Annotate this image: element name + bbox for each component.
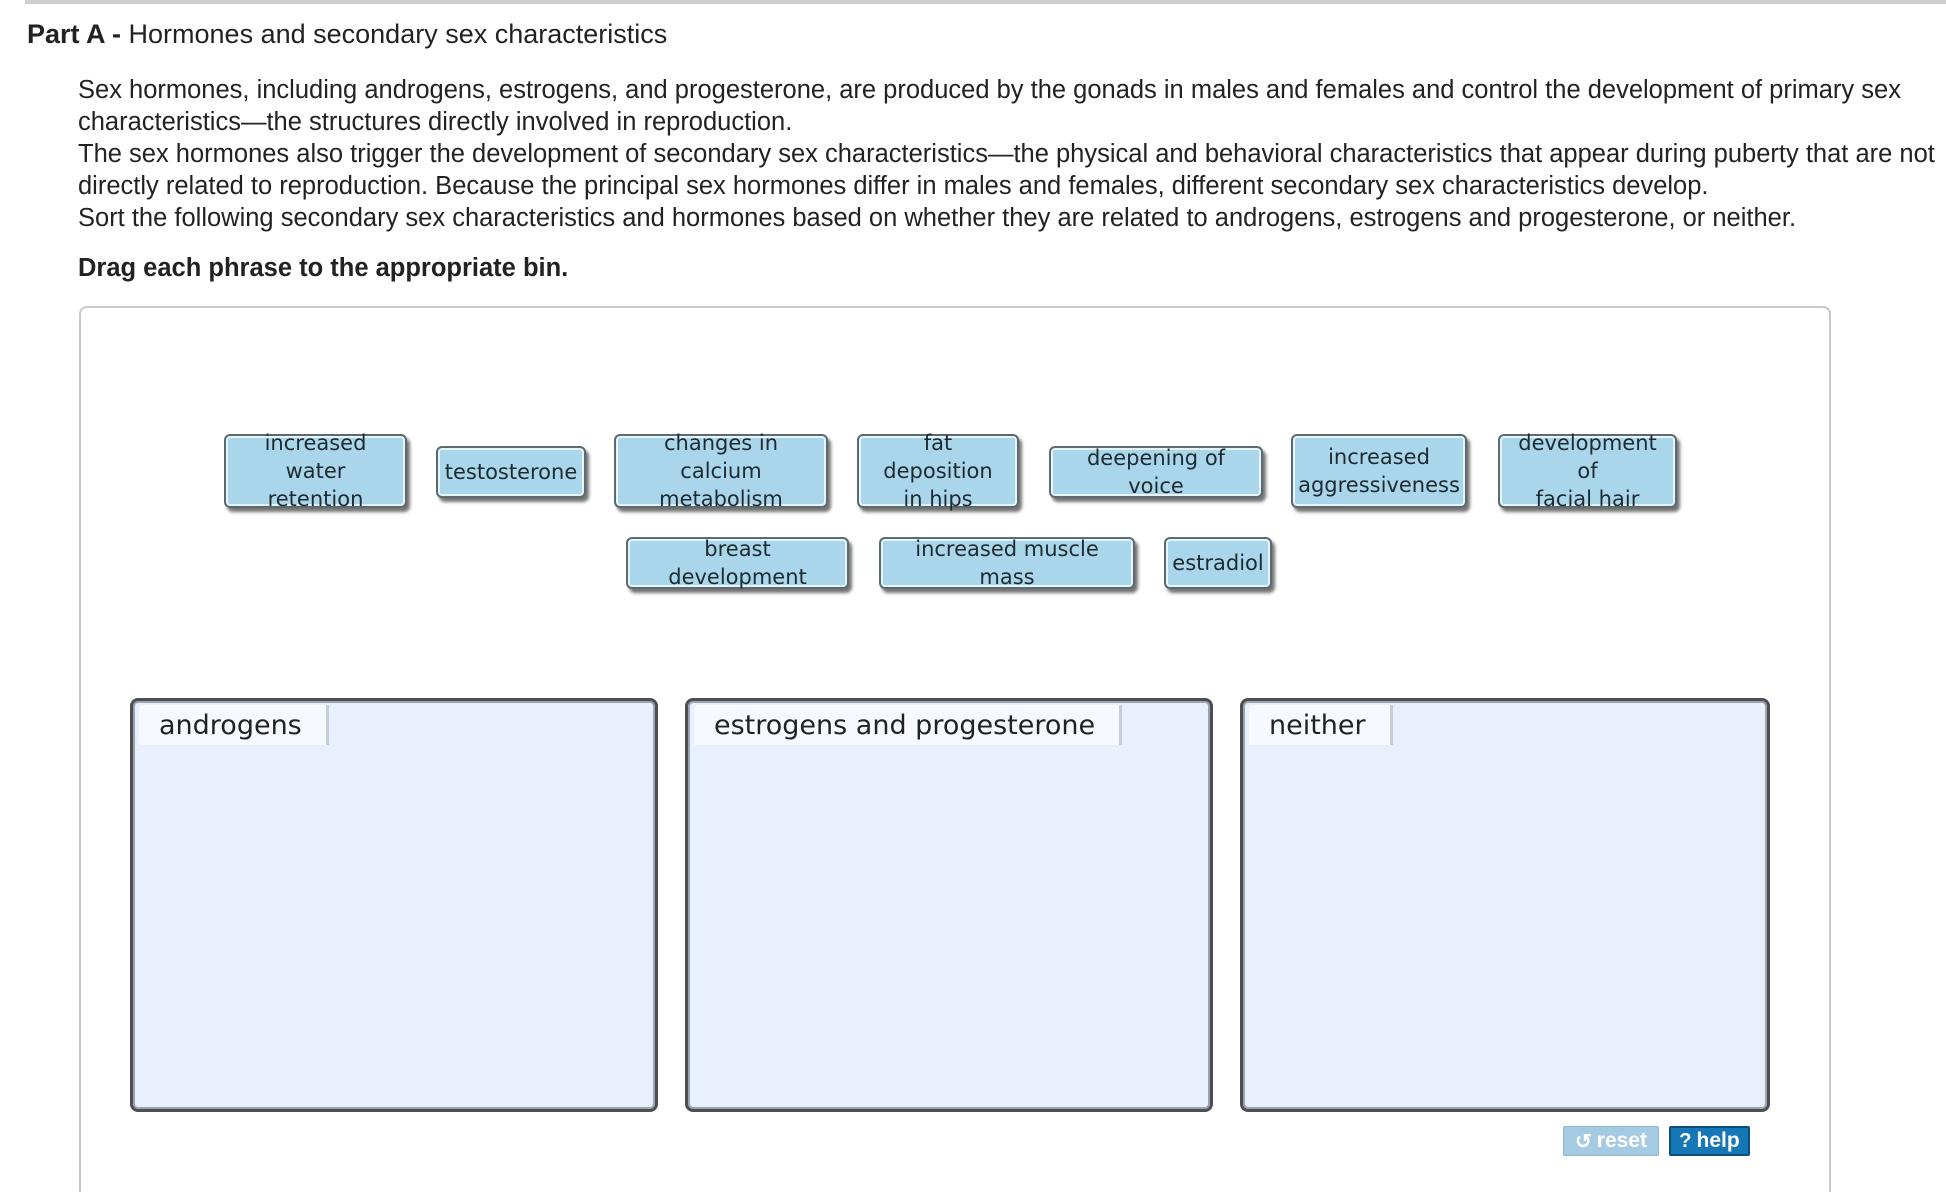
chip-label: estradiol <box>1172 551 1264 575</box>
chip-label: aggressiveness <box>1298 473 1460 497</box>
chip-label: in hips <box>903 487 973 511</box>
instruction-text: Drag each phrase to the appropriate bin. <box>78 254 569 282</box>
top-divider <box>25 0 1946 4</box>
chip-label: changes in calcium <box>663 431 779 483</box>
intro-paragraph-2: The sex hormones also trigger the develo… <box>78 140 1935 200</box>
chip-label: metabolism <box>659 487 783 511</box>
bin-neither[interactable]: neither <box>1240 698 1770 1112</box>
help-button-label: help <box>1696 1129 1740 1152</box>
chip-testosterone[interactable]: testosterone <box>436 446 586 498</box>
part-label: Part A - <box>27 19 122 49</box>
intro-paragraph-1: Sex hormones, including androgens, estro… <box>78 76 1901 136</box>
bin-estrogens-and-progesterone[interactable]: estrogens and progesterone <box>685 698 1213 1112</box>
chip-label: facial hair <box>1535 487 1640 511</box>
chip-deepening-of-voice[interactable]: deepening of voice <box>1049 446 1263 498</box>
chip-label: testosterone <box>444 460 578 484</box>
reset-icon: ↺ <box>1575 1130 1592 1153</box>
part-heading: Hormones and secondary sex characteristi… <box>128 19 668 49</box>
chip-changes-in-calcium-metabolism[interactable]: changes in calcium metabolism <box>614 431 828 511</box>
chip-increased-muscle-mass[interactable]: increased muscle mass <box>879 537 1135 589</box>
chip-label: fat deposition <box>883 431 993 483</box>
reset-button-label: reset <box>1596 1129 1647 1152</box>
chip-label: deepening of voice <box>1086 446 1226 498</box>
chip-label: development of <box>1518 431 1657 483</box>
intro-paragraph-3: Sort the following secondary sex charact… <box>78 204 1797 232</box>
chip-increased-water-retention[interactable]: increased water retention <box>224 431 407 511</box>
chip-fat-deposition-in-hips[interactable]: fat deposition in hips <box>857 431 1019 511</box>
chip-increased-aggressiveness[interactable]: increased aggressiveness <box>1291 434 1467 508</box>
bin-label: neither <box>1249 705 1393 745</box>
reset-button[interactable]: ↺ reset <box>1563 1126 1659 1156</box>
help-button[interactable]: ? help <box>1669 1126 1750 1156</box>
bin-androgens[interactable]: androgens <box>130 698 658 1112</box>
chip-label: breast development <box>668 537 807 589</box>
chip-label: retention <box>267 487 364 511</box>
help-icon: ? <box>1679 1129 1692 1152</box>
bin-label: estrogens and progesterone <box>694 705 1123 745</box>
intro-text: Sex hormones, including androgens, estro… <box>78 74 1944 234</box>
chip-label: increased <box>1328 445 1430 469</box>
bin-label: androgens <box>139 705 329 745</box>
chip-development-of-facial-hair[interactable]: development of facial hair <box>1498 431 1677 511</box>
chip-label: increased water <box>264 431 367 483</box>
chip-estradiol[interactable]: estradiol <box>1164 537 1272 589</box>
chip-breast-development[interactable]: breast development <box>626 537 849 589</box>
part-title: Part A - Hormones and secondary sex char… <box>27 19 667 50</box>
chip-label: increased muscle mass <box>915 537 1099 589</box>
